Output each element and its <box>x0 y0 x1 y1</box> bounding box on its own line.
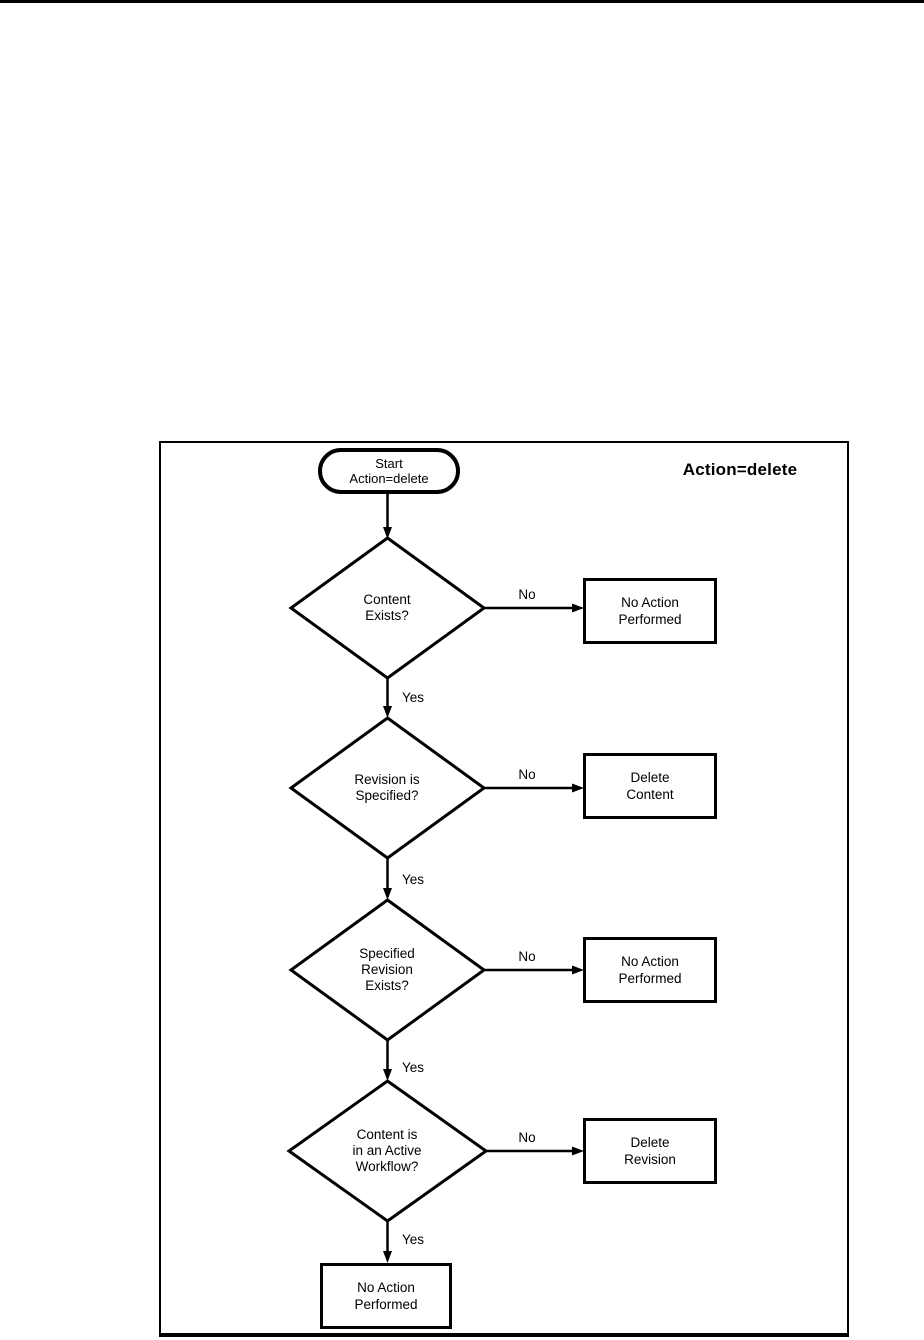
result-box-label: No Action Performed <box>618 595 682 627</box>
arrowhead-down <box>383 1251 392 1263</box>
arrow-no-4 <box>486 1146 584 1156</box>
arrowhead-down <box>383 527 392 539</box>
arrowhead-down <box>383 888 392 900</box>
end-node-no-action-performed: No Action Performed <box>320 1263 452 1329</box>
decision-question: Specified Revision Exists? <box>359 946 415 993</box>
result-box-label: No Action Performed <box>618 954 682 986</box>
diagram-corner-title: Action=delete <box>682 460 798 479</box>
decision-label-revision-specified: Revision is Specified? <box>297 758 477 818</box>
arrowhead-down <box>383 706 392 718</box>
arrowhead-right <box>572 783 584 793</box>
result-box-no-action-1: No Action Performed <box>583 578 717 644</box>
decision-question: Revision is Specified? <box>354 772 420 803</box>
decision-question: Content Exists? <box>363 592 411 623</box>
page-top-edge-line <box>0 0 924 3</box>
flowchart-frame <box>159 441 849 1337</box>
yes-branch-label-4: Yes <box>402 1232 425 1247</box>
arrowhead-right <box>572 1146 584 1156</box>
arrow-start-to-decision-1 <box>383 494 392 539</box>
arrow-no-3 <box>484 965 584 975</box>
arrow-no-2 <box>484 783 584 793</box>
no-branch-label-3: No <box>518 949 536 964</box>
yes-branch-label-2: Yes <box>402 872 425 887</box>
no-branch-label-2: No <box>518 767 536 782</box>
result-box-no-action-2: No Action Performed <box>583 937 717 1003</box>
decision-label-active-workflow: Content is in an Active Workflow? <box>297 1121 477 1181</box>
decision-label-specified-revision-exists: Specified Revision Exists? <box>297 940 477 1000</box>
decision-question: Content is in an Active Workflow? <box>352 1127 422 1174</box>
result-box-label: Delete Content <box>626 770 674 802</box>
yes-branch-label-1: Yes <box>402 690 425 705</box>
start-node: Start Action=delete <box>318 448 460 494</box>
arrow-yes-4 <box>383 1221 392 1263</box>
yes-branch-label-3: Yes <box>402 1060 425 1075</box>
end-node-label: No Action Performed <box>354 1280 418 1312</box>
arrowhead-down <box>383 1069 392 1081</box>
start-node-label: Start Action=delete <box>349 456 429 486</box>
arrow-yes-1 <box>383 678 392 718</box>
no-branch-label-1: No <box>518 587 536 602</box>
arrow-yes-2 <box>383 858 392 900</box>
arrowhead-right <box>572 965 584 975</box>
result-box-delete-revision: Delete Revision <box>583 1118 717 1184</box>
arrowhead-right <box>572 603 584 613</box>
result-box-label: Delete Revision <box>624 1135 676 1167</box>
no-branch-label-4: No <box>518 1130 536 1145</box>
arrow-no-1 <box>484 603 584 613</box>
arrow-yes-3 <box>383 1040 392 1081</box>
decision-label-content-exists: Content Exists? <box>297 578 477 638</box>
result-box-delete-content: Delete Content <box>583 753 717 819</box>
